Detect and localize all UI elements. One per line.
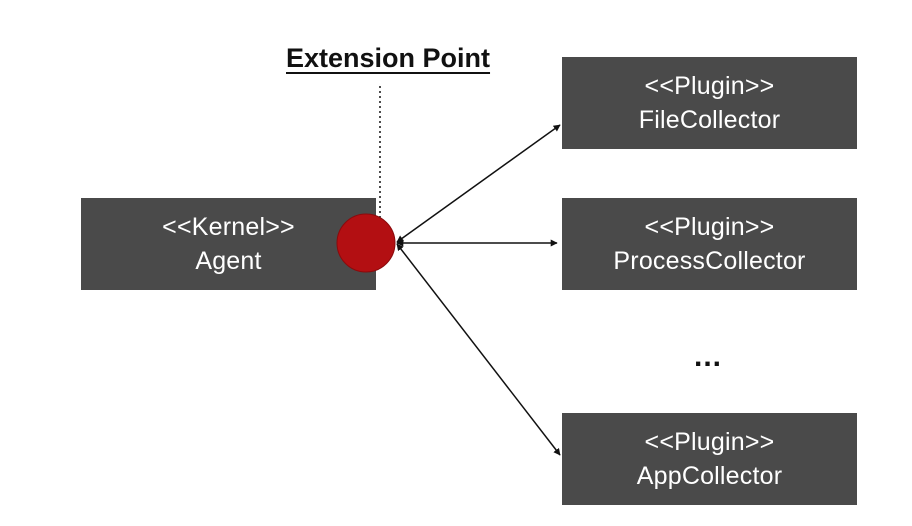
connector-app-collector <box>396 243 561 456</box>
plugin-name: ProcessCollector <box>613 247 806 275</box>
plugin-stereotype: <<Plugin>> <box>644 72 775 100</box>
plugin-box-app-collector: <<Plugin>> AppCollector <box>562 413 857 505</box>
kernel-name: Agent <box>195 247 262 275</box>
plugin-name: FileCollector <box>638 106 781 134</box>
plugin-box-process-collector: <<Plugin>> ProcessCollector <box>562 198 857 290</box>
plugin-name: AppCollector <box>636 462 783 490</box>
plugin-box-file-collector: <<Plugin>> FileCollector <box>562 57 857 149</box>
plugin-stereotype: <<Plugin>> <box>644 213 775 241</box>
extension-point-label: Extension Point <box>286 43 491 73</box>
kernel-stereotype: <<Kernel>> <box>162 213 295 241</box>
more-plugins-ellipsis: ... <box>694 340 723 373</box>
kernel-agent-box: <<Kernel>> Agent <box>81 198 376 290</box>
connector-file-collector <box>396 124 561 243</box>
extension-point-circle <box>336 213 396 273</box>
plugin-stereotype: <<Plugin>> <box>644 428 775 456</box>
